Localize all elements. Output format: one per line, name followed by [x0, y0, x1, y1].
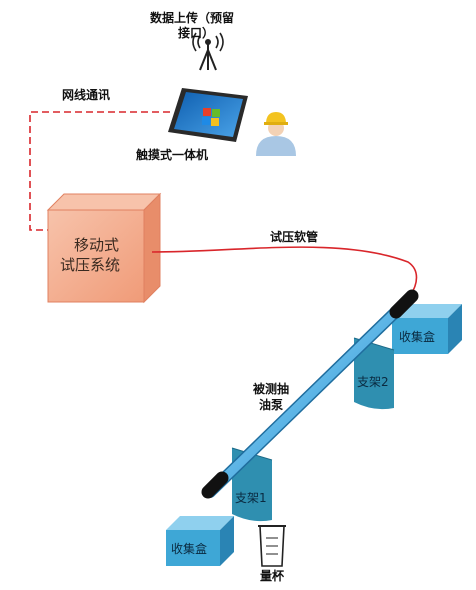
box-bottom-label: 收集盒 — [171, 541, 207, 556]
tablet-label: 触摸式一体机 — [136, 147, 208, 162]
beaker-icon — [258, 525, 286, 567]
cup-label: 量杯 — [260, 568, 285, 583]
pump-label-line2: 油泵 — [259, 397, 283, 412]
box-top-label: 收集盒 — [399, 329, 435, 344]
system-label-line2: 试压系统 — [60, 256, 120, 274]
pump-rod — [201, 289, 419, 499]
network-dashed-line — [29, 111, 170, 231]
system-label-line1: 移动式 — [74, 236, 119, 254]
stand1-label: 支架1 — [235, 491, 267, 505]
hose-label: 试压软管 — [270, 229, 318, 244]
worker-icon — [256, 112, 296, 156]
antenna-icon — [192, 32, 224, 71]
pump-label-line1: 被测抽 — [253, 381, 289, 396]
collecting-box-bottom — [166, 516, 234, 566]
pressure-hose — [151, 246, 418, 297]
network-label: 网线通讯 — [62, 87, 110, 102]
upload-label-line1: 数据上传（预留 — [150, 10, 234, 25]
mobile-test-system-box — [46, 192, 162, 304]
tablet-icon — [168, 88, 248, 142]
upload-label-line2: 接口） — [178, 25, 214, 40]
stand2-label: 支架2 — [357, 375, 389, 389]
